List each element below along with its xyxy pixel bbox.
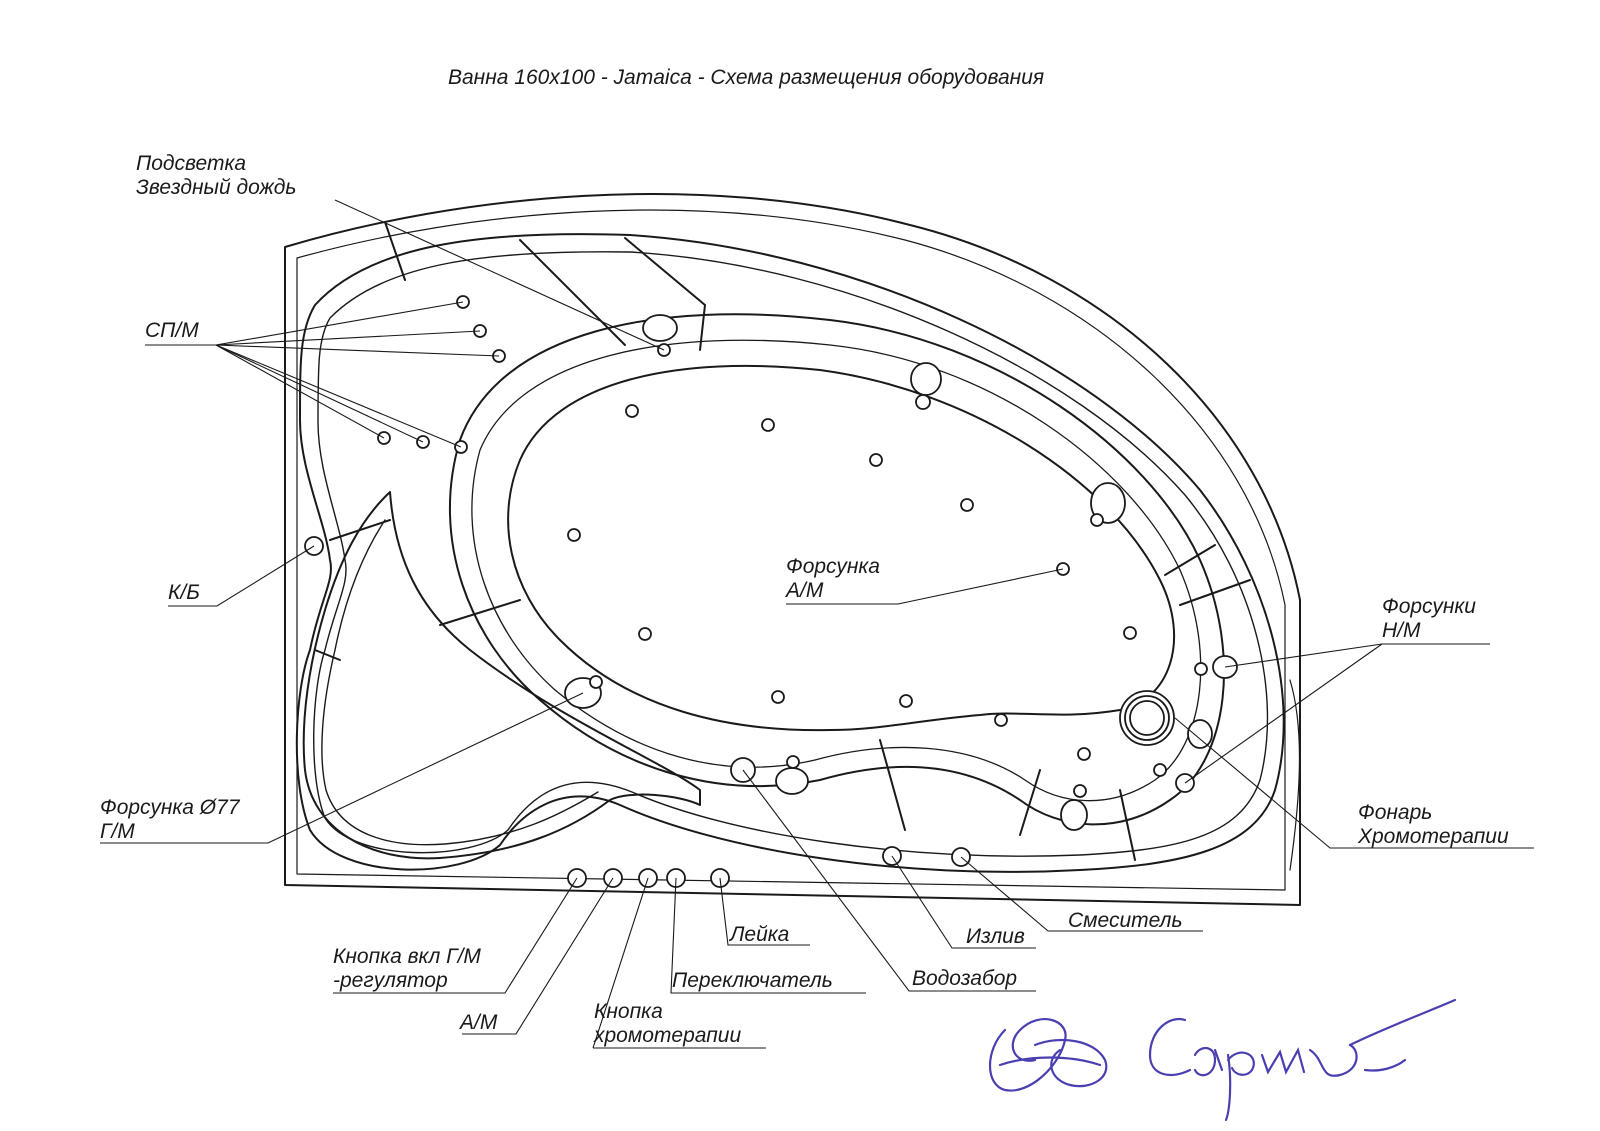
label-forsunka-am-1: Форсунка: [786, 555, 880, 578]
divider-6: [1179, 579, 1251, 606]
signature-graphic: [988, 998, 1457, 1122]
nozzle-am-3: [869, 453, 883, 467]
rim-offset: [296, 209, 1286, 891]
nozzle-am-2: [761, 418, 775, 432]
label-k-b: К/Б: [168, 581, 200, 604]
leader-am-2: [897, 568, 1064, 605]
rim-shoulder: [1289, 679, 1301, 871]
leader-izliv: [891, 855, 1036, 949]
label-knopka-hromo-1: Кнопка: [594, 1000, 663, 1023]
nozzle-am-12: [1077, 747, 1091, 761]
deck-inner-wall: [295, 233, 1285, 873]
leader-spm-5: [215, 344, 424, 443]
label-izliv: Излив: [966, 925, 1025, 948]
hm-nozzle-1: [910, 362, 942, 396]
divider-2: [624, 237, 706, 306]
label-pereklyuchatel: Переключатель: [672, 969, 833, 992]
leader-spm-2: [215, 330, 481, 346]
label-knopka-hromo-2: хромотерапии: [594, 1024, 742, 1047]
hm-nozzle-2: [1090, 482, 1126, 524]
hm-nozzle-4: [1187, 719, 1213, 749]
outer-rim: [284, 193, 1301, 906]
label-knopka-vkl-1: Кнопка вкл Г/М: [333, 945, 481, 968]
hm-nozzle-6: [1060, 799, 1088, 831]
label-leyka: Лейка: [730, 923, 790, 946]
label-forsunka-77-2: Г/М: [100, 820, 135, 843]
leader-kb: [168, 545, 315, 607]
nozzle-am-9: [771, 690, 785, 704]
label-fonar-1: Фонарь: [1358, 801, 1433, 824]
deck-inner-wall-2: [313, 251, 1269, 857]
star-rain-light: [642, 314, 678, 342]
label-forsunka-am-2: А/М: [786, 579, 824, 602]
nozzle-am-10: [899, 694, 913, 708]
leader-spm-3: [215, 344, 500, 357]
leader-knopka-hromo-2: [592, 877, 649, 1049]
label-podsvetka-2: Звездный дождь: [136, 176, 297, 199]
hm-nozzle-1b: [915, 394, 931, 410]
leader-leyka: [719, 877, 810, 946]
left-seat-lobe: [302, 491, 701, 860]
leader-smesitel: [960, 856, 1203, 932]
leader-am-button: [462, 877, 614, 1035]
label-sp-m: СП/М: [145, 319, 199, 342]
gm77-nozzle-small: [589, 675, 603, 689]
label-knopka-vkl-2: -регулятор: [333, 969, 448, 992]
divider-10: [439, 599, 521, 626]
chromo-light-inner: [1129, 700, 1165, 736]
leader-nm-2: [1184, 643, 1383, 784]
divider-11: [329, 519, 391, 541]
divider-4: [384, 221, 406, 281]
bowl-floor: [507, 364, 1175, 732]
nozzle-am-11: [994, 713, 1008, 727]
left-seat-lobe-inner: [321, 519, 599, 846]
hm-nozzle-6b: [1073, 784, 1087, 798]
leader-fonar: [1174, 717, 1534, 849]
leader-knopka-vkl: [333, 877, 578, 994]
label-forsunki-nm-2: Н/М: [1382, 619, 1421, 642]
leader-gm77: [100, 692, 584, 844]
leader-vodozabor: [742, 769, 1036, 992]
nozzle-am-8: [1123, 626, 1137, 640]
label-podsvetka-1: Подсветка: [136, 152, 247, 175]
hm-nozzle-5b: [1153, 763, 1167, 777]
nozzle-am-7: [638, 627, 652, 641]
label-a-m: А/М: [460, 1011, 498, 1034]
divider-12: [314, 649, 341, 661]
label-forsunka-77-1: Форсунка Ø77: [100, 796, 240, 819]
label-fonar-2: Хромотерапии: [1358, 825, 1509, 848]
leader-nm-1: [1224, 643, 1383, 668]
bowl-jet-pair-small: [786, 755, 800, 769]
divider-3: [699, 304, 706, 351]
leader-podsvetka: [334, 199, 665, 351]
leader-spm-6: [215, 344, 462, 448]
leader-spm-4: [215, 344, 385, 439]
nozzle-am-5: [567, 528, 581, 542]
bowl-jet-pair: [775, 767, 809, 795]
diagram-title: Ванна 160х100 - Jamaica - Схема размещен…: [448, 66, 1045, 89]
divider-8: [1019, 769, 1041, 836]
hm-nozzle-2b: [1090, 513, 1104, 527]
leader-pereklyuchatel: [670, 877, 866, 994]
divider-5: [1164, 544, 1216, 576]
label-vodozabor: Водозабор: [912, 967, 1018, 990]
divider-1: [519, 239, 626, 346]
divider-9: [1119, 789, 1136, 861]
bowl-outer: [448, 313, 1225, 826]
leader-spm-1: [215, 301, 464, 346]
label-smesitel: Смеситель: [1068, 909, 1183, 932]
nozzle-am-1: [625, 404, 639, 418]
divider-7: [879, 739, 906, 831]
nozzle-am-4: [960, 498, 974, 512]
hm-nozzle-3b: [1194, 662, 1208, 676]
label-forsunki-nm-1: Форсунки: [1382, 595, 1476, 618]
bowl-ledge: [471, 339, 1202, 802]
